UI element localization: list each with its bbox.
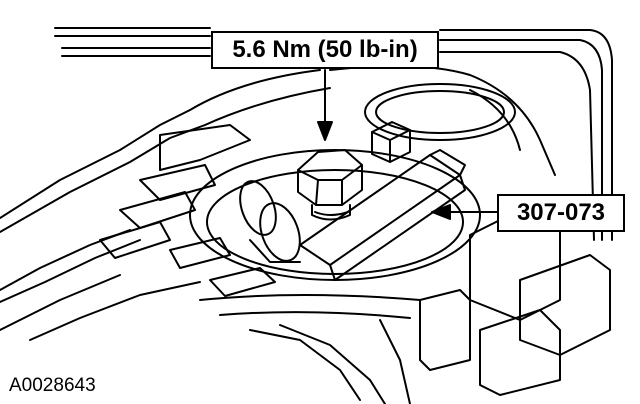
- main-bolt: [297, 149, 363, 221]
- housing-body: [0, 65, 611, 404]
- tool-number-callout: 307-073: [497, 194, 625, 232]
- leaders: [317, 69, 498, 220]
- pins: [239, 180, 301, 263]
- bore-ring: [364, 83, 516, 141]
- torque-callout: 5.6 Nm (50 lb-in): [211, 31, 439, 69]
- tool-arrowhead: [431, 204, 451, 220]
- tool-bar: [299, 149, 466, 281]
- figure-id: A0028643: [9, 375, 96, 396]
- torque-arrowhead: [317, 121, 333, 141]
- upper-ribs: [54, 27, 613, 241]
- small-nut: [371, 121, 411, 163]
